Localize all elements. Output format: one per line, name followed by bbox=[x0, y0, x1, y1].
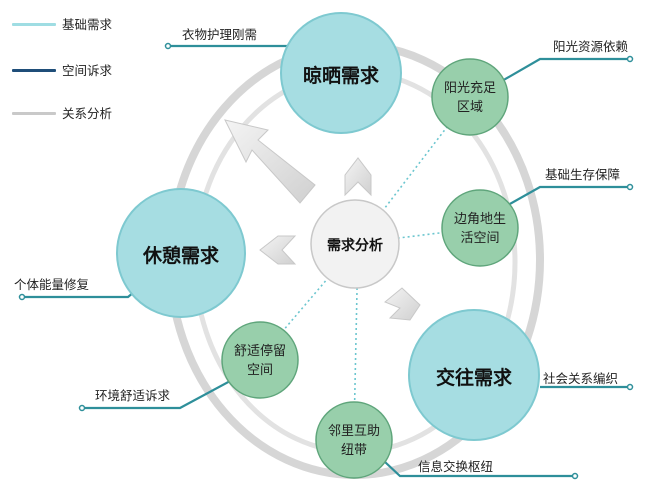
callout-dots bbox=[18, 42, 634, 480]
rest-need-label: 休憩需求 bbox=[142, 245, 219, 267]
callout-social: 社会关系编织 bbox=[543, 371, 619, 386]
callout-drying: 衣物护理刚需 bbox=[182, 27, 258, 42]
legend-label-basic: 基础需求 bbox=[62, 17, 113, 32]
drying-need-label: 晾晒需求 bbox=[302, 65, 379, 87]
neighbor-space-line2: 纽带 bbox=[340, 443, 367, 458]
legend-label-relation: 关系分析 bbox=[62, 106, 113, 121]
edge-space-line2: 活空间 bbox=[460, 231, 500, 246]
arrow-up-icon bbox=[344, 157, 372, 197]
neighbor-space-label: 邻里互助 纽带 bbox=[314, 422, 394, 460]
callout-comfort: 环境舒适诉求 bbox=[95, 388, 171, 403]
edge-space-line1: 边角地生 bbox=[453, 212, 506, 227]
neighbor-space-line1: 邻里互助 bbox=[327, 424, 380, 439]
legend-line-basic bbox=[12, 23, 56, 26]
center-label: 需求分析 bbox=[327, 238, 383, 254]
sunlit-space-label: 阳光充足 区域 bbox=[430, 79, 510, 117]
center-node bbox=[310, 199, 400, 289]
callout-sunlit: 阳光资源依赖 bbox=[553, 39, 629, 54]
comfort-space-line1: 舒适停留 bbox=[233, 344, 286, 359]
arrow-up-left-big-icon bbox=[224, 119, 316, 204]
comfort-space-line2: 空间 bbox=[246, 363, 273, 378]
legend-line-relation bbox=[12, 112, 56, 115]
arrow-left-icon bbox=[259, 235, 297, 265]
drying-need-node bbox=[280, 12, 402, 134]
comfort-space-label: 舒适停留 空间 bbox=[220, 342, 300, 380]
social-need-node bbox=[408, 309, 540, 441]
callout-rest: 个体能量修复 bbox=[14, 277, 90, 292]
edge-space-label: 边角地生 活空间 bbox=[440, 210, 520, 248]
neighbor-space-node bbox=[315, 401, 393, 479]
sunlit-space-node bbox=[431, 58, 509, 136]
rest-need-node bbox=[116, 188, 246, 318]
legend-line-space bbox=[12, 69, 56, 72]
social-need-label: 交往需求 bbox=[435, 367, 512, 389]
callout-neighbor: 信息交换枢纽 bbox=[418, 459, 494, 474]
comfort-space-node bbox=[221, 321, 299, 399]
callout-edge: 基础生存保障 bbox=[545, 167, 621, 182]
edge-space-node bbox=[441, 189, 519, 267]
sunlit-space-line1: 阳光充足 bbox=[443, 81, 496, 96]
arrow-down-right-icon bbox=[384, 287, 421, 321]
sunlit-space-line2: 区域 bbox=[456, 100, 483, 115]
legend-label-space: 空间诉求 bbox=[62, 63, 113, 78]
